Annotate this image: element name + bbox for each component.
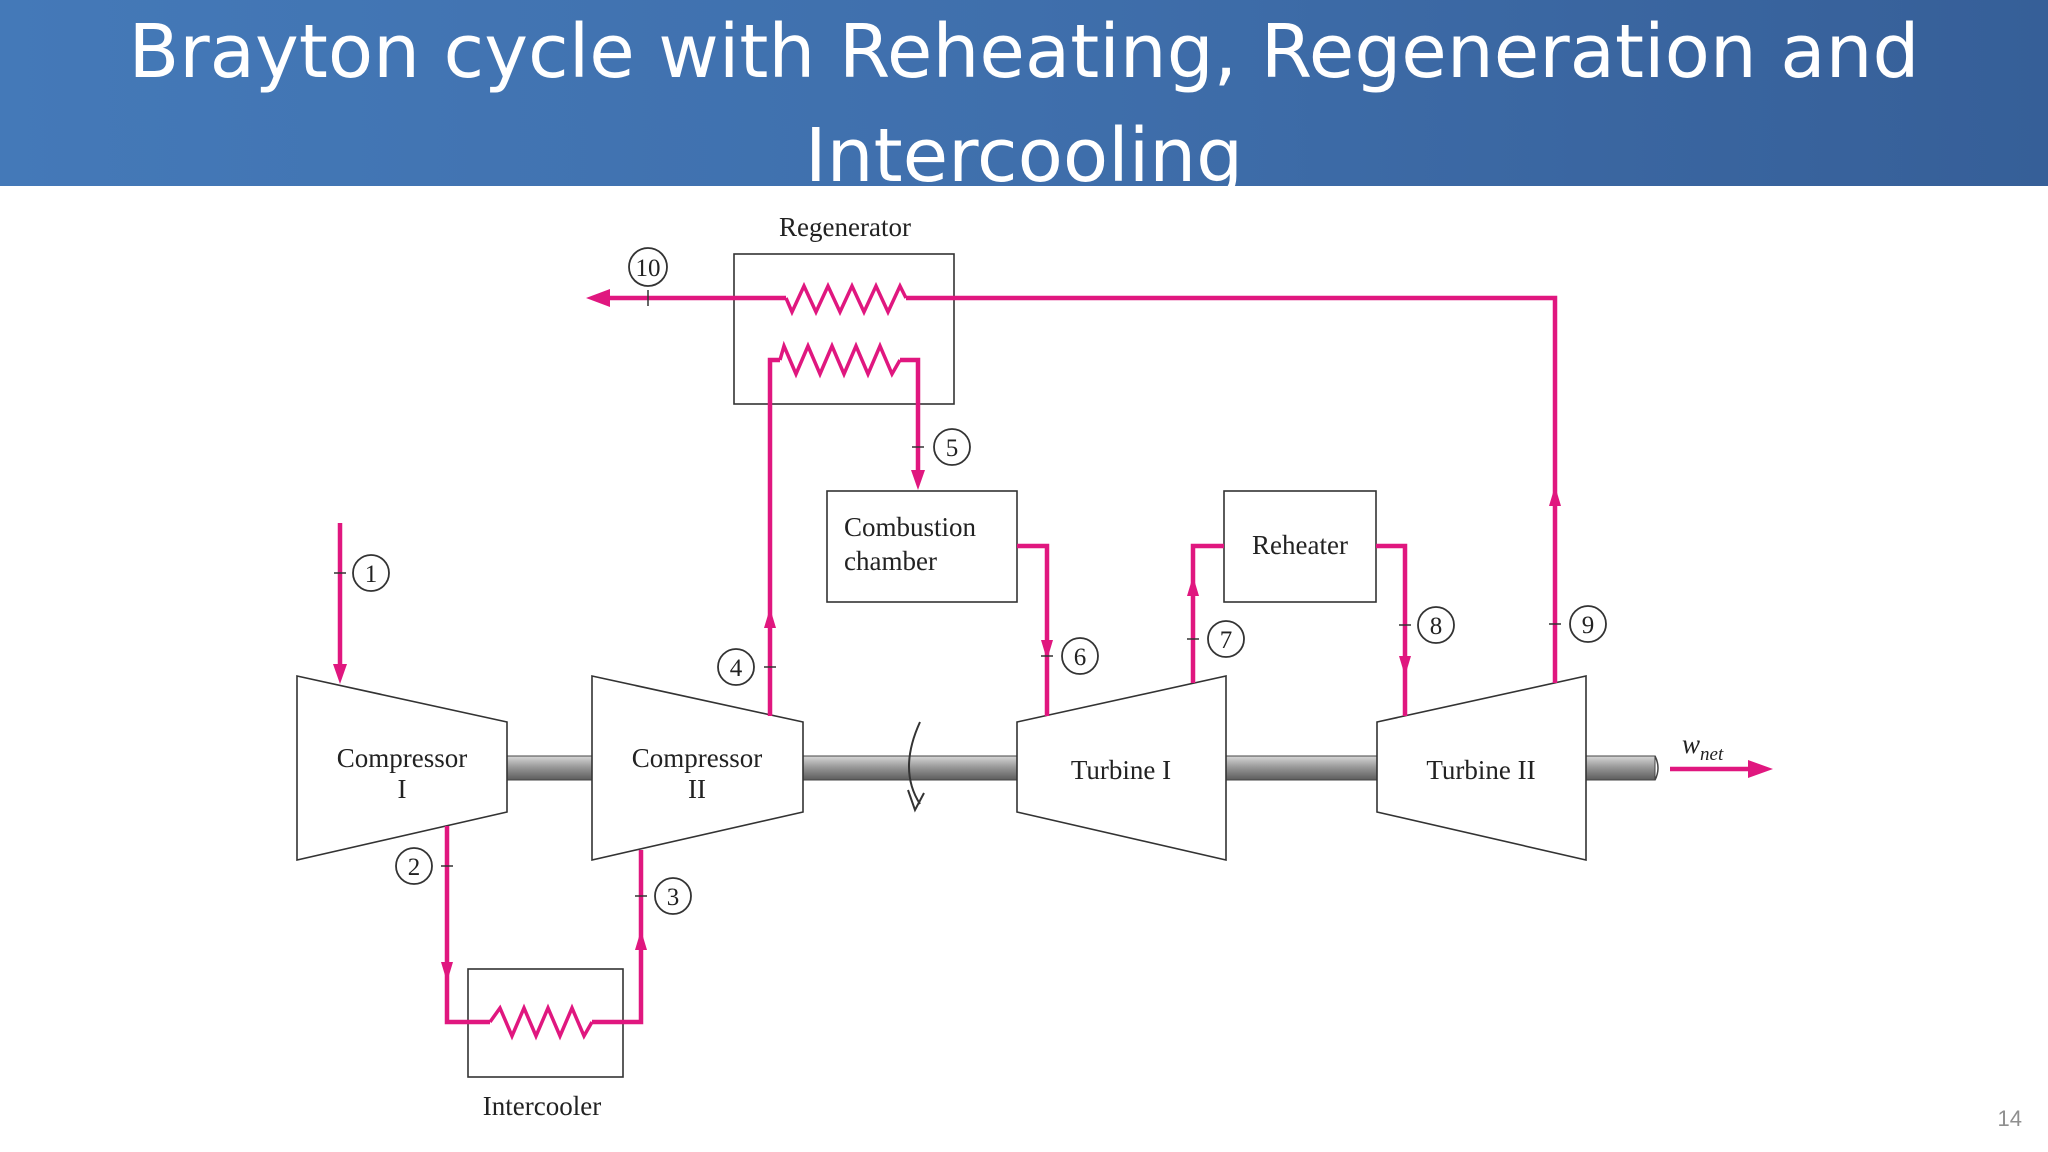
turbine-1-label: Turbine I <box>1071 755 1171 785</box>
rotation-arrow-icon <box>907 721 925 813</box>
state-7-label: 7 <box>1220 627 1233 654</box>
state-5-label: 5 <box>946 435 959 462</box>
combustion-label-line1: Combustion <box>844 512 977 542</box>
compressor-1-label-line1: Compressor <box>337 743 468 773</box>
state-3-label: 3 <box>667 884 680 911</box>
state-2-label: 2 <box>408 854 421 881</box>
turbine-2: Turbine II <box>1376 675 1587 862</box>
compressor-1: Compressor I <box>296 675 508 862</box>
state-8-label: 8 <box>1430 613 1443 640</box>
intercooler-label: Intercooler <box>483 1091 601 1121</box>
state-9-label: 9 <box>1582 612 1595 639</box>
work-subscript: net <box>1700 744 1724 765</box>
title-line-2: Intercooling <box>804 113 1244 199</box>
work-output: wnet <box>1670 729 1773 778</box>
title-bar <box>0 0 2048 186</box>
state-10-label: 10 <box>636 255 661 282</box>
turbine-1: Turbine I <box>1016 675 1227 862</box>
state-1: 1 <box>334 554 390 592</box>
compressor-1-label-line2: I <box>398 774 407 804</box>
page-number: 14 <box>1997 1106 2022 1131</box>
state-9: 9 <box>1549 605 1607 643</box>
state-1-label: 1 <box>365 561 378 588</box>
title-line-1: Brayton cycle with Reheating, Regenerati… <box>128 9 1920 95</box>
state-6-label: 6 <box>1074 644 1087 671</box>
state-10: 10 <box>628 247 668 306</box>
reheater-label: Reheater <box>1252 530 1348 560</box>
state-3: 3 <box>635 877 692 915</box>
state-8: 8 <box>1399 606 1455 644</box>
compressor-2: Compressor II <box>591 675 804 862</box>
slide-title: Brayton cycle with Reheating, Regenerati… <box>0 0 2048 208</box>
state-7: 7 <box>1187 620 1245 658</box>
regenerator-label: Regenerator <box>779 212 911 242</box>
state-2: 2 <box>395 847 453 885</box>
combustion-chamber: Combustion chamber <box>826 490 1018 603</box>
work-output-label: wnet <box>1682 729 1724 765</box>
state-markers: 1 2 3 4 5 6 7 <box>334 247 1607 915</box>
flow-lines <box>333 281 1561 1041</box>
state-4: 4 <box>717 648 776 686</box>
compressor-2-label-line2: II <box>688 774 706 804</box>
turbine-2-label: Turbine II <box>1426 755 1535 785</box>
state-6: 6 <box>1041 637 1099 675</box>
combustion-label-line2: chamber <box>844 546 937 576</box>
intercooler: Intercooler <box>467 968 624 1121</box>
state-5: 5 <box>912 428 971 466</box>
work-symbol: w <box>1682 729 1700 759</box>
compressor-2-label-line1: Compressor <box>632 743 763 773</box>
state-4-label: 4 <box>730 655 743 682</box>
reheater: Reheater <box>1223 490 1377 603</box>
